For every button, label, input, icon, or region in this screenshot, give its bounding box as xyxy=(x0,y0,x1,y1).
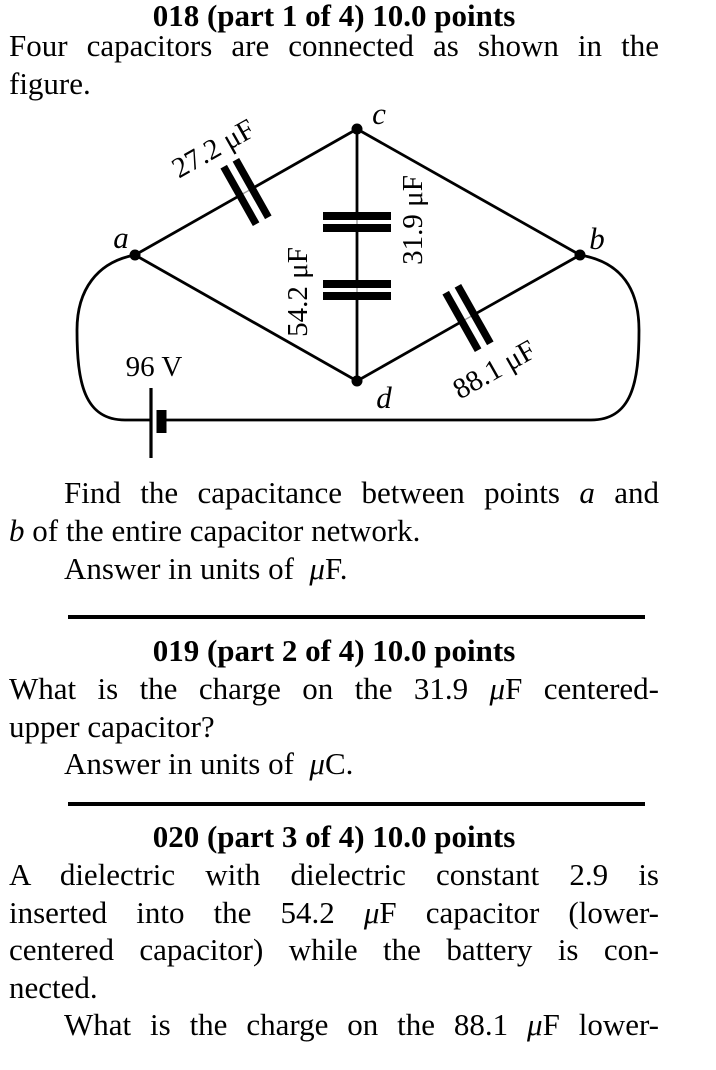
capacitor-plate xyxy=(323,292,391,300)
text-line: Find the capacitance between points a an… xyxy=(64,475,659,510)
text-line: Answer in units of μC. xyxy=(64,746,354,781)
node-c-label: c xyxy=(372,100,386,131)
capacitor-cd-lower-value-label: 54.2 μF xyxy=(282,247,314,337)
capacitor-cd-upper-value-label: 31.9 μF xyxy=(397,175,429,265)
node-b-dot xyxy=(574,249,586,261)
edge-d-b xyxy=(356,253,581,383)
text-line: What is the charge on the 31.9 μF center… xyxy=(9,671,659,706)
wire-a-c-upper xyxy=(248,127,358,192)
text-line: b of the entire capacitor network. xyxy=(9,513,421,548)
wire-right-loop-and-bottom xyxy=(166,253,641,422)
text-line: Answer in units of μF. xyxy=(64,551,348,586)
capacitor-plate xyxy=(454,283,494,346)
battery-short-plate xyxy=(156,410,167,433)
capacitor-plate xyxy=(220,164,260,227)
capacitor-plate xyxy=(442,290,482,353)
section-divider xyxy=(68,802,645,806)
node-a-label: a xyxy=(113,220,129,255)
circuit-figure: 96 V xyxy=(75,100,641,458)
wire-left-loop xyxy=(75,253,151,422)
wire-a-d xyxy=(134,253,358,383)
text-line: upper capacitor? xyxy=(9,709,215,744)
edge-c-b xyxy=(356,127,581,257)
outer-wire-loop xyxy=(75,253,641,422)
edge-a-c xyxy=(134,127,358,257)
problem-019-header: 019 (part 2 of 4) 10.0 points xyxy=(152,633,516,668)
edge-a-d xyxy=(134,253,358,383)
text-line: inserted into the 54.2 μF capacitor (low… xyxy=(9,895,659,930)
text-line: What is the charge on the 88.1 μF lower- xyxy=(64,1007,660,1042)
wire-gap xyxy=(242,189,250,195)
text-line: figure. xyxy=(9,66,91,101)
capacitor-plate xyxy=(232,157,272,220)
wire-gap xyxy=(464,315,472,321)
text-line: Four capacitors are connected as shown i… xyxy=(9,28,659,63)
capacitor-db-value-label: 88.1 μF xyxy=(448,334,542,406)
text-line: A dielectric with dielectric constant 2.… xyxy=(9,857,659,892)
node-a-dot xyxy=(129,249,141,261)
node-d-dot xyxy=(351,375,363,387)
text-line: nected. xyxy=(9,970,98,1005)
node-c-dot xyxy=(351,123,363,135)
text-line: centered capacitor) while the battery is… xyxy=(9,932,659,967)
node-b-label: b xyxy=(589,221,605,256)
capacitor-plate xyxy=(323,224,391,232)
battery-voltage-label: 96 V xyxy=(126,351,183,383)
node-d-label: d xyxy=(376,380,392,415)
problem-020-header: 020 (part 3 of 4) 10.0 points xyxy=(152,819,516,854)
capacitor-plate xyxy=(323,280,391,288)
wire-d-b-lower xyxy=(356,318,466,383)
capacitor-plate xyxy=(323,212,391,220)
wire-d-b-upper xyxy=(470,253,581,318)
problem-018-header: 018 (part 1 of 4) 10.0 points xyxy=(152,0,516,33)
battery-symbol xyxy=(149,388,167,458)
edge-c-d xyxy=(323,129,391,381)
wire-c-b xyxy=(356,127,581,257)
wire-a-c-lower xyxy=(134,192,244,257)
section-divider xyxy=(68,615,645,619)
